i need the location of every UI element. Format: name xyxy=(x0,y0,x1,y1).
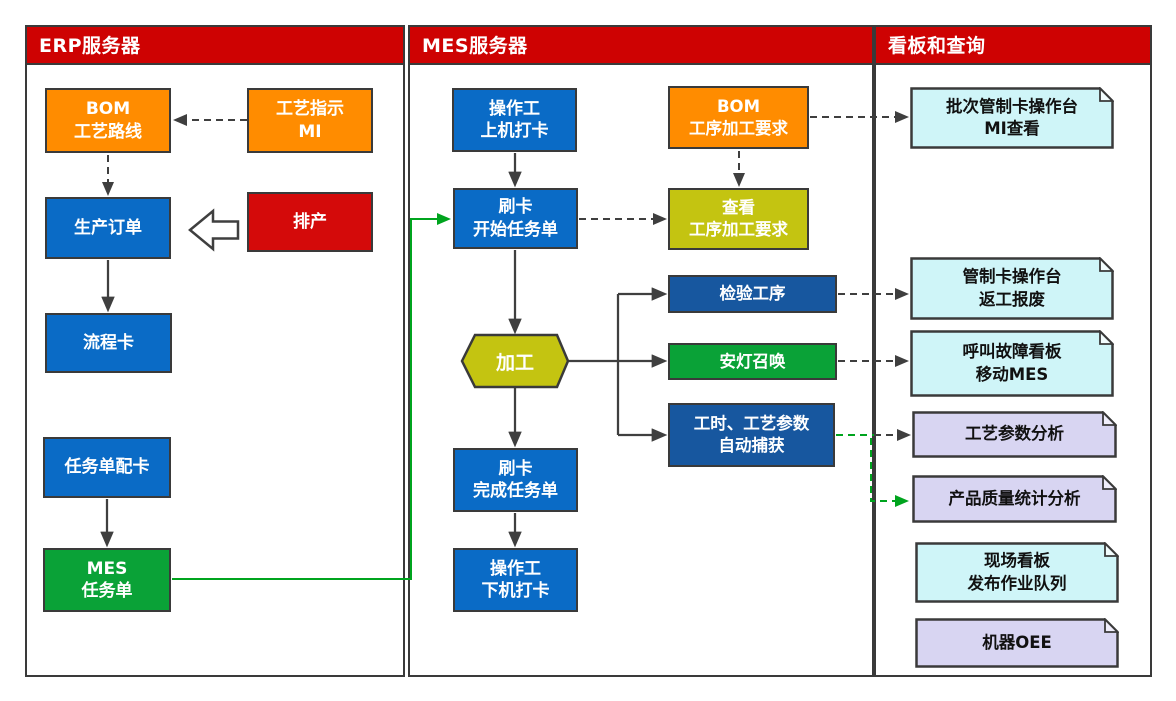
node-scheduling: 排产 xyxy=(247,192,373,252)
node-bom-route: BOM 工艺路线 xyxy=(45,88,171,153)
schedule-push-block-arrow xyxy=(188,208,240,252)
panel-kanban-header: 看板和查询 xyxy=(876,27,1150,65)
doc-shape xyxy=(912,475,1117,523)
node-task-order-card: 任务单配卡 xyxy=(43,437,171,498)
doc-shape xyxy=(912,411,1117,458)
node-flow-card: 流程卡 xyxy=(45,313,172,373)
node-swipe-start-task: 刷卡 开始任务单 xyxy=(453,188,578,249)
processing-hexagon xyxy=(460,333,570,389)
doc-batch-control-card: 批次管制卡操作台 MI查看 xyxy=(910,87,1114,149)
node-andon-call: 安灯召唤 xyxy=(668,343,837,380)
doc-shape xyxy=(910,257,1114,320)
node-processing-label: 加工 xyxy=(495,351,534,374)
node-swipe-finish-task: 刷卡 完成任务单 xyxy=(453,448,578,512)
doc-shape xyxy=(915,618,1119,668)
doc-shape xyxy=(910,87,1114,149)
node-auto-capture: 工时、工艺参数 自动捕获 xyxy=(668,403,835,467)
doc-fault-kanban: 呼叫故障看板 移动MES xyxy=(910,330,1114,397)
doc-control-card-rework: 管制卡操作台 返工报废 xyxy=(910,257,1114,320)
doc-shape xyxy=(910,330,1114,397)
doc-shape xyxy=(915,542,1119,603)
node-operator-clock-in: 操作工 上机打卡 xyxy=(452,88,577,152)
doc-machine-oee: 机器OEE xyxy=(915,618,1119,668)
doc-batch-control-card-label: 批次管制卡操作台 MI查看 xyxy=(946,96,1078,138)
doc-machine-oee-label: 机器OEE xyxy=(982,632,1052,652)
doc-process-param-analysis: 工艺参数分析 xyxy=(912,411,1117,458)
green-dash-to-quality-stats xyxy=(870,438,909,507)
node-production-order: 生产订单 xyxy=(45,197,171,259)
doc-process-param-analysis-label: 工艺参数分析 xyxy=(965,424,1064,444)
panel-mes-header: MES服务器 xyxy=(410,27,872,65)
node-inspection-process: 检验工序 xyxy=(668,275,837,313)
node-bom-process-req: BOM 工序加工要求 xyxy=(668,86,809,149)
doc-site-kanban: 现场看板 发布作业队列 xyxy=(915,542,1119,603)
doc-site-kanban-label: 现场看板 发布作业队列 xyxy=(967,551,1067,593)
node-mes-task-order: MES 任务单 xyxy=(43,548,171,612)
doc-control-card-rework-label: 管制卡操作台 返工报废 xyxy=(962,267,1062,309)
green-line-mes-task-to-start-task xyxy=(172,213,451,580)
node-operator-clock-out: 操作工 下机打卡 xyxy=(453,548,578,612)
doc-fault-kanban-label: 呼叫故障看板 移动MES xyxy=(962,342,1062,384)
doc-quality-stats-label: 产品质量统计分析 xyxy=(948,488,1081,508)
panel-erp-header: ERP服务器 xyxy=(27,27,403,65)
node-process-instruction-mi: 工艺指示 MI xyxy=(247,88,373,153)
node-view-process-req: 查看 工序加工要求 xyxy=(668,188,809,250)
branch-trunk xyxy=(568,294,620,435)
doc-quality-stats: 产品质量统计分析 xyxy=(912,475,1117,523)
